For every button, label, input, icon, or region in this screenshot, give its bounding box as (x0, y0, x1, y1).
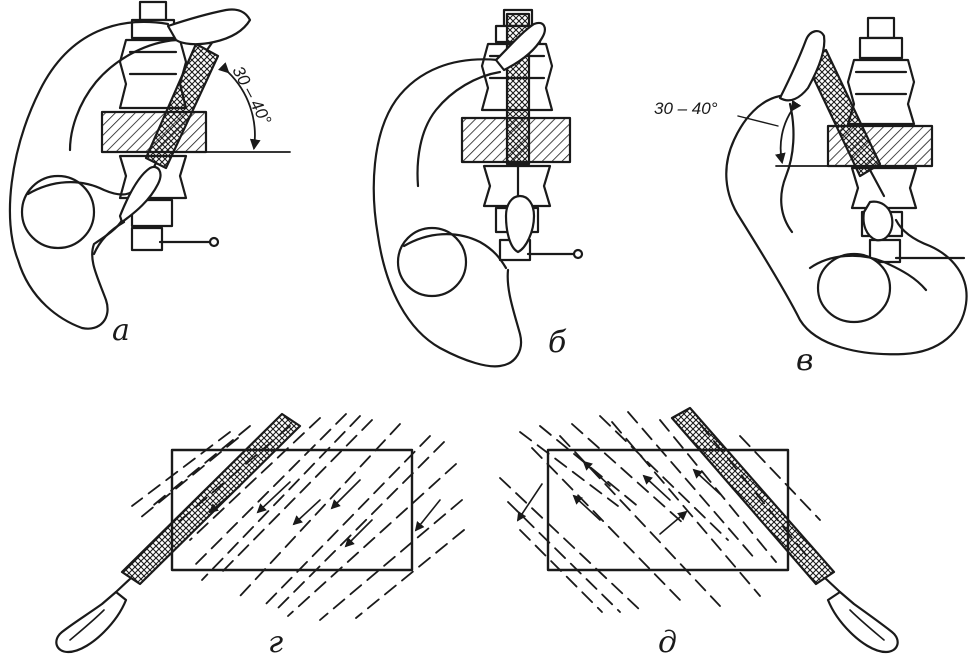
angle-label-v: 30 – 40° (654, 99, 718, 118)
panel-label-a: а (112, 313, 130, 348)
worker-a (8, 8, 252, 330)
worker-b (372, 21, 546, 368)
workpiece-d (546, 448, 790, 572)
worker-v (725, 30, 968, 356)
panel-v (725, 16, 968, 356)
file-d (670, 406, 899, 654)
angle-callout-a (199, 62, 291, 153)
workpiece-g (170, 448, 414, 572)
panel-d (499, 406, 899, 654)
panel-label-v: в (796, 343, 813, 378)
panel-label-g: г (268, 625, 283, 660)
dashed-strokes-g (131, 413, 465, 621)
vise-v (826, 16, 966, 264)
angle-callout-v (737, 99, 837, 167)
direction-arrows-d (516, 460, 721, 535)
panel-a (8, 0, 291, 330)
angle-label-a: 30 – 40° (228, 63, 275, 128)
panel-b (372, 8, 584, 368)
panel-label-b: б (548, 325, 567, 360)
panel-g (55, 412, 465, 654)
file-g (55, 412, 302, 654)
panel-label-d: д (658, 625, 677, 660)
